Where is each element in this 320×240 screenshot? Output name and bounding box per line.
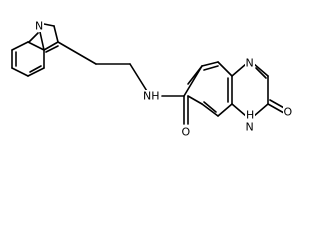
bond — [253, 103, 269, 117]
keto-oxygen-label: O — [284, 106, 293, 119]
molecule-structure: N NH O — [11, 20, 293, 139]
double-bond — [29, 65, 42, 73]
bond — [11, 67, 29, 77]
bond — [43, 41, 59, 51]
label-background — [143, 90, 162, 102]
benzo-ring — [11, 41, 45, 77]
double-bond — [45, 45, 59, 53]
bond — [201, 103, 219, 117]
double-bond — [267, 103, 285, 114]
bond — [187, 95, 203, 105]
bond — [217, 61, 233, 77]
bond — [11, 41, 29, 51]
bond — [39, 31, 45, 51]
pyrrole-ring — [28, 23, 59, 53]
indole-nitrogen-label: N — [35, 20, 43, 33]
quinoxaline-nitrogen-label: N — [246, 57, 254, 70]
quinoxaline-nh-nitrogen-label: N — [246, 121, 254, 134]
bond — [201, 61, 219, 67]
bond — [217, 103, 233, 117]
bond — [231, 103, 247, 117]
amide-oxygen-label: O — [182, 126, 191, 139]
bond — [187, 65, 203, 85]
label-background — [181, 126, 191, 138]
bond — [57, 41, 97, 65]
quinoxaline-benzo-ring — [187, 61, 233, 117]
bond — [231, 63, 247, 77]
bond — [253, 63, 269, 77]
bond — [27, 67, 45, 77]
label-background — [35, 20, 44, 32]
molecule-diagram: N NH O — [11, 20, 293, 139]
amide-nh-label: NH — [143, 90, 160, 103]
label-background — [245, 57, 255, 69]
pyrazinone-ring — [231, 63, 287, 117]
double-bond — [28, 32, 39, 43]
bond — [27, 41, 45, 51]
double-bond — [203, 101, 217, 113]
bond — [43, 23, 55, 27]
label-background — [245, 109, 255, 133]
double-bond — [255, 67, 267, 79]
ethyl-linker — [57, 41, 151, 97]
label-background — [283, 106, 293, 118]
quinoxaline-hydrogen-label: H — [246, 109, 254, 122]
bond — [53, 25, 59, 43]
double-bond — [203, 65, 219, 71]
